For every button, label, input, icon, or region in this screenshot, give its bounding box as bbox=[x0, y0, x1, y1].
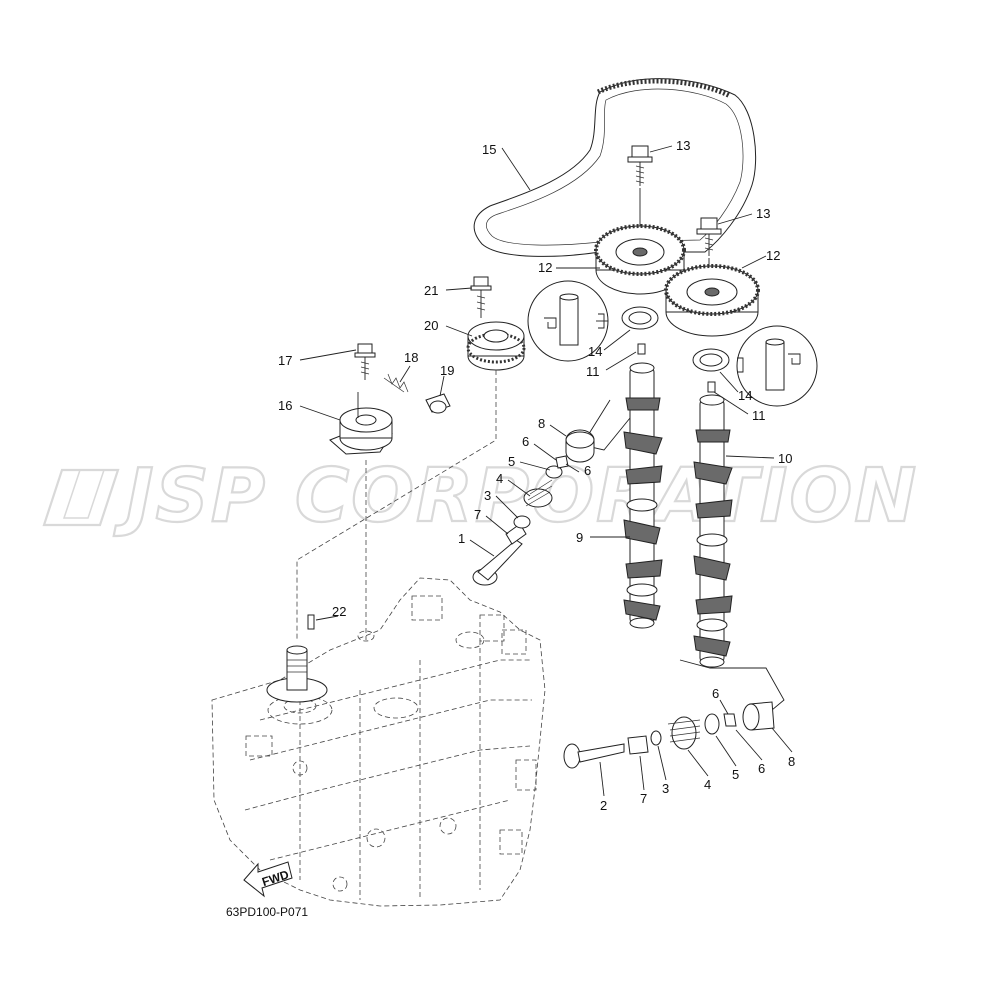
callout-14-right: 14 bbox=[738, 388, 752, 403]
crankshaft-end bbox=[266, 645, 328, 703]
callout-7-upper: 7 bbox=[474, 507, 481, 522]
callout-10: 10 bbox=[778, 451, 792, 466]
leader-lines bbox=[299, 145, 793, 797]
dowel-pin-22 bbox=[307, 614, 315, 630]
tensioner-assembly bbox=[329, 343, 451, 455]
callout-12-right: 12 bbox=[766, 248, 780, 263]
callout-12-left: 12 bbox=[538, 260, 552, 275]
callout-1: 1 bbox=[458, 531, 465, 546]
watermark-text: JSP CORPORATION bbox=[113, 453, 918, 539]
callout-7-lower: 7 bbox=[640, 791, 647, 806]
camshaft-10 bbox=[693, 381, 733, 668]
callout-9: 9 bbox=[576, 530, 583, 545]
diagram-code: 63PD100-P071 bbox=[226, 905, 308, 919]
callout-3-upper: 3 bbox=[484, 488, 491, 503]
callout-21: 21 bbox=[424, 283, 438, 298]
valve-assembly-lower bbox=[563, 701, 775, 769]
callout-13-right: 13 bbox=[756, 206, 770, 221]
callout-4-upper: 4 bbox=[496, 471, 503, 486]
callout-11-left: 11 bbox=[586, 364, 600, 379]
callout-16: 16 bbox=[278, 398, 292, 413]
bolt-13-right bbox=[696, 217, 722, 290]
callout-8-lower: 8 bbox=[788, 754, 795, 769]
crank-pulley-assembly bbox=[466, 276, 526, 371]
callout-14-left: 14 bbox=[588, 344, 602, 359]
camshaft-9 bbox=[623, 343, 663, 629]
callout-5-upper: 5 bbox=[508, 454, 515, 469]
callout-20: 20 bbox=[424, 318, 438, 333]
callout-19: 19 bbox=[440, 363, 454, 378]
bolt-13-upper bbox=[627, 145, 653, 245]
callout-4-lower: 4 bbox=[704, 777, 711, 792]
callout-8-upper: 8 bbox=[538, 416, 545, 431]
callout-11-right: 11 bbox=[752, 408, 766, 423]
callout-6-lower-b: 6 bbox=[758, 761, 765, 776]
callout-22: 22 bbox=[332, 604, 346, 619]
callout-5-lower: 5 bbox=[732, 767, 739, 782]
callout-labels: 15 13 13 12 12 14 14 11 11 10 9 21 20 17… bbox=[278, 138, 795, 813]
callout-6-upper-a: 6 bbox=[522, 434, 529, 449]
callout-6-lower-a: 6 bbox=[712, 686, 719, 701]
callout-18: 18 bbox=[404, 350, 418, 365]
fwd-arrow-icon: FWD bbox=[243, 861, 293, 898]
engine-block bbox=[211, 577, 546, 907]
watermark: JSP CORPORATION bbox=[42, 452, 918, 540]
callout-3-lower: 3 bbox=[662, 781, 669, 796]
cam-pulley-12-left bbox=[594, 224, 686, 295]
callout-6-upper-b: 6 bbox=[584, 463, 591, 478]
seal-detail-left bbox=[527, 280, 659, 362]
callout-2: 2 bbox=[600, 798, 607, 813]
callout-13-upper: 13 bbox=[676, 138, 690, 153]
cam-pulley-12-right bbox=[664, 264, 760, 337]
valve-assembly-upper bbox=[472, 429, 595, 586]
seal-detail-right bbox=[692, 325, 818, 407]
callout-17: 17 bbox=[278, 353, 292, 368]
timing-belt bbox=[473, 78, 757, 257]
callout-15: 15 bbox=[482, 142, 496, 157]
